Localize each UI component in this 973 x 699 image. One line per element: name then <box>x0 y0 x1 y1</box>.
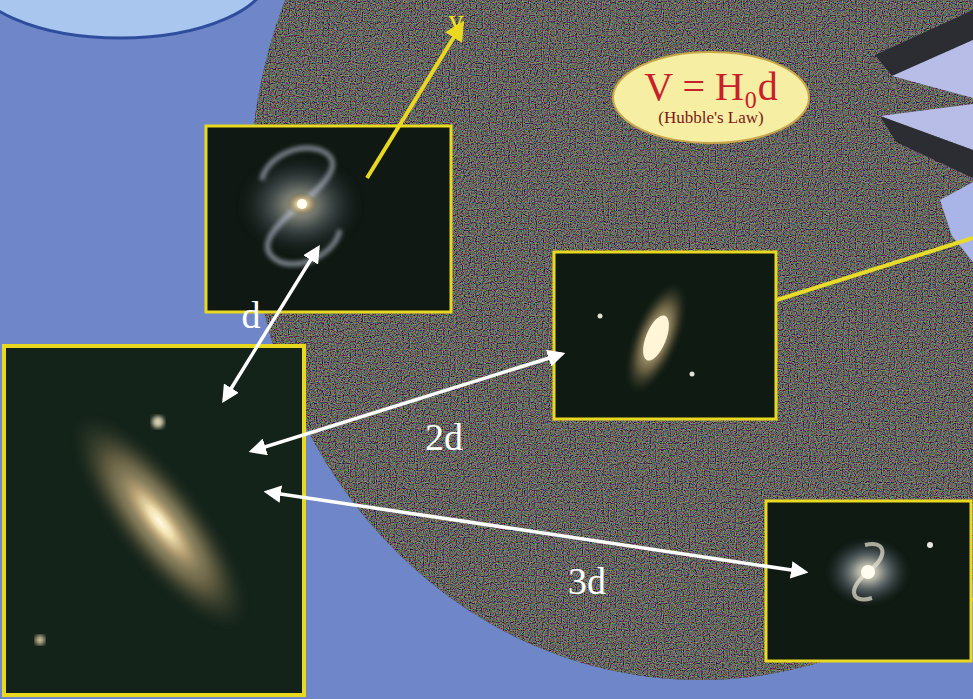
velocity-arrow <box>367 24 462 178</box>
distance-label: 2d <box>425 418 463 456</box>
galaxy-photo <box>4 346 304 695</box>
law-formula: V = H₀d <box>611 66 811 108</box>
distance-label: d <box>242 296 261 334</box>
distance-arrow <box>252 354 562 451</box>
distance-arrow <box>224 248 318 400</box>
law-caption: (Hubble's Law) <box>611 108 811 128</box>
galaxy-photo <box>766 501 971 661</box>
galaxy-photo <box>206 126 451 312</box>
pointer-shape <box>892 40 973 98</box>
distance-label: 3d <box>568 562 606 600</box>
galaxy-photo <box>554 252 776 419</box>
pointer-shape <box>880 116 973 178</box>
speech-bubble <box>0 0 270 38</box>
distance-arrow <box>267 492 805 572</box>
pointer-shape <box>940 182 973 262</box>
velocity-label: v <box>449 5 464 35</box>
law-ellipse: V = H₀d(Hubble's Law) <box>611 50 811 145</box>
